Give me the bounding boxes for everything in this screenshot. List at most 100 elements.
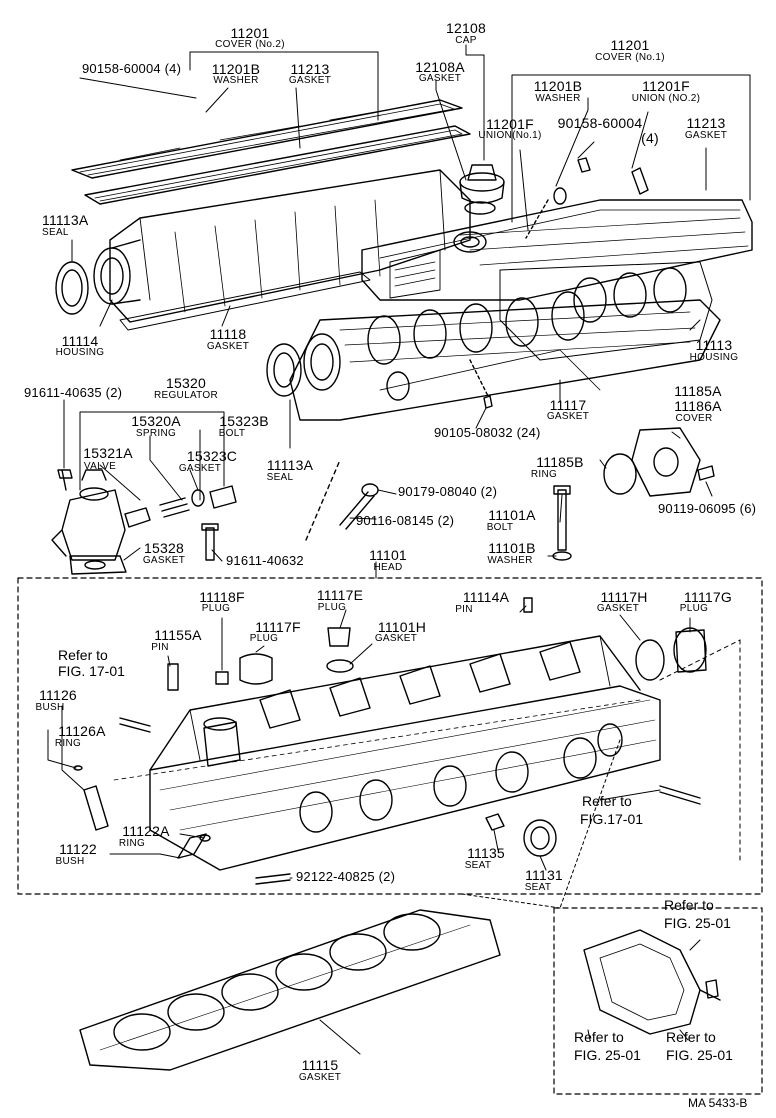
part-number-11115: 11115 (301, 1057, 339, 1073)
figure-reference-25-01-c[interactable]: FIG. 25-01 (666, 1047, 733, 1063)
part-number-11126a: 11126A (58, 723, 106, 739)
part-number-11114a: 11114A (462, 589, 510, 605)
part-name-seal-mid: SEAL (266, 472, 294, 483)
part-name-housing-right: HOUSING (689, 352, 739, 363)
part-number-11131: 11131 (525, 867, 563, 883)
part-number-11126: 11126 (39, 687, 77, 703)
part-name-plug-11117g: PLUG (679, 603, 709, 614)
part-name-valve: VALVE (83, 461, 117, 472)
part-number-11118: 11118 (209, 326, 247, 342)
part-number-11101: 11101 (369, 547, 407, 563)
part-number-91611-40632: 91611-40632 (226, 553, 304, 568)
part-number-11118f: 11118F (199, 589, 245, 605)
part-name-spring: SPRING (135, 428, 177, 439)
part-number-12108a: 12108A (415, 59, 465, 75)
part-name-cap: CAP (455, 35, 477, 46)
part-name-seal-top: SEAL (42, 227, 69, 238)
part-number-92122-40825: 92122-40825 (2) (296, 869, 396, 884)
head-assembly-frame (17, 577, 763, 895)
part-number-90105-08032: 90105-08032 (24) (434, 425, 541, 440)
part-number-11101b: 11101B (488, 540, 536, 556)
part-name-gasket-11213-right: GASKET (684, 130, 728, 141)
part-number-11186a: 11186A (674, 398, 722, 414)
part-name-ring-11185b: RING (530, 469, 558, 480)
water-outlet (583, 929, 721, 1035)
part-name-pin-11155a: PIN (151, 642, 169, 653)
part-number-90179-08040: 90179-08040 (2) (398, 484, 498, 499)
part-number-15320: 15320 (166, 375, 206, 391)
part-number-11201-no1: 11201 (610, 37, 650, 53)
part-name-bolt-11101a: BOLT (486, 522, 514, 533)
part-number-11201b-left: 11201B (211, 61, 261, 77)
part-number-11113a-top: 11113A (42, 212, 89, 228)
part-number-15321a: 15321A (83, 445, 133, 461)
part-number-11201b-right: 11201B (533, 78, 583, 94)
part-name-cover-no1: COVER (No.1) (595, 52, 665, 63)
refer-to-label-2: Refer to (582, 793, 632, 809)
part-number-11114: 11114 (61, 333, 99, 349)
part-number-11113a-mid: 11113A (266, 457, 314, 473)
part-number-11213-left: 11213 (290, 61, 330, 77)
part-name-cover-11186a: COVER (675, 413, 713, 424)
part-number-11185b: 11185B (536, 454, 584, 470)
part-qty-90158-60004-right: (4) (641, 130, 659, 146)
part-number-90158-60004-left: 90158-60004 (4) (82, 61, 182, 76)
part-name-gasket-11117: GASKET (546, 411, 590, 422)
head-bolts (305, 427, 715, 561)
part-name-washer-right: WASHER (535, 93, 581, 104)
part-name-washer-11101b: WASHER (487, 555, 533, 566)
part-name-gasket-12108a: GASKET (418, 73, 462, 84)
part-name-seat-11135: SEAT (464, 860, 492, 871)
part-name-union-no1: UNION(No.1) (478, 130, 542, 141)
figure-reference-17-01-right[interactable]: FIG.17-01 (580, 811, 644, 827)
part-number-11201-no2: 11201 (230, 25, 270, 41)
refer-to-label-4: Refer to (574, 1029, 624, 1045)
refer-to-label-1: Refer to (58, 647, 108, 663)
part-number-11113: 11113 (695, 337, 733, 353)
figure-reference-17-01-left[interactable]: FIG. 17-01 (58, 663, 125, 679)
part-number-90158-60004-right: 90158-60004 (557, 115, 643, 131)
part-name-housing-left: HOUSING (55, 347, 105, 358)
part-number-11155a: 11155A (154, 627, 202, 643)
part-number-11201f-right: 11201F (642, 78, 690, 94)
cylinder-head (73, 597, 707, 885)
cam-cover-no1 (361, 157, 753, 361)
part-name-union-no2: UNION (NO.2) (631, 93, 701, 104)
part-name-gasket-11115: GASKET (298, 1072, 342, 1083)
part-number-11122: 11122 (59, 841, 97, 857)
part-name-plug-11118f: PLUG (201, 603, 231, 614)
part-number-11185a: 11185A (674, 383, 722, 399)
figure-reference-25-01-b[interactable]: FIG. 25-01 (574, 1047, 641, 1063)
part-name-gasket-11213-left: GASKET (288, 75, 332, 86)
part-name-ring-11126a: RING (54, 738, 82, 749)
part-name-gasket-11101h: GASKET (374, 633, 418, 644)
part-name-cover-no2: COVER (No.2) (215, 39, 285, 50)
part-name-gasket-11118: GASKET (206, 341, 250, 352)
drawing-code: MA 5433-B (688, 1096, 748, 1110)
part-name-head: HEAD (373, 562, 403, 573)
part-number-15323c: 15323C (186, 448, 238, 464)
part-number-11201f-left: 11201F (486, 116, 534, 132)
part-number-11117: 11117 (549, 397, 587, 413)
part-number-15328: 15328 (144, 540, 184, 556)
part-name-bush-11126: BUSH (35, 702, 65, 713)
part-name-bolt-15323b: BOLT (218, 428, 246, 439)
part-number-11117e: 11117E (316, 587, 364, 603)
part-number-91611-40635: 91611-40635 (2) (24, 385, 123, 400)
part-number-12108: 12108 (446, 20, 486, 36)
refer-to-label-5: Refer to (666, 1029, 716, 1045)
leader-lines (47, 44, 751, 1055)
part-number-11213-right: 11213 (686, 115, 726, 131)
part-number-11101a: 11101A (488, 507, 536, 523)
part-number-90119-06095: 90119-06095 (6) (658, 501, 757, 516)
part-number-11117g: 11117G (684, 589, 732, 605)
part-name-washer-left: WASHER (213, 75, 259, 86)
water-outlet-frame (553, 907, 763, 1095)
part-number-11135: 11135 (467, 845, 505, 861)
part-name-gasket-15328: GASKET (142, 555, 186, 566)
part-name-pin-11114a: PIN (455, 604, 473, 615)
figure-reference-25-01-a[interactable]: FIG. 25-01 (664, 915, 731, 931)
part-number-11117h: 11117H (600, 589, 648, 605)
